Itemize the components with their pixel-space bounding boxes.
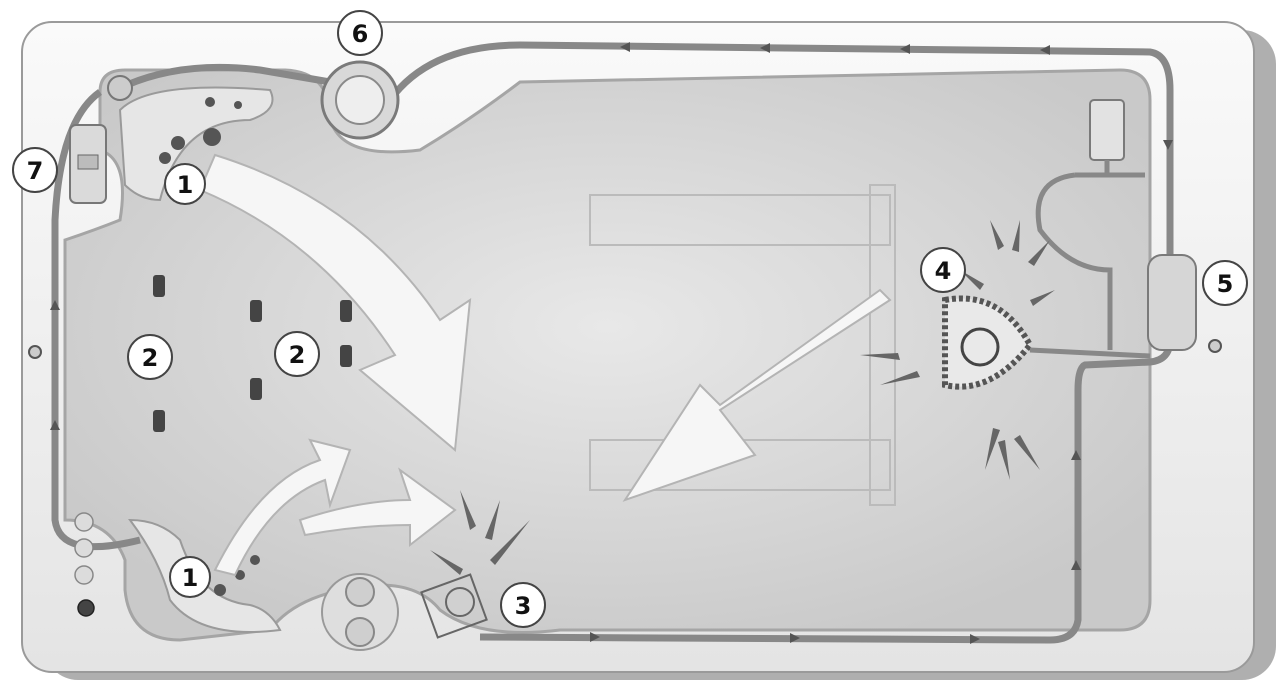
callout-1-top: 1: [165, 164, 205, 204]
callout-4: 4: [921, 248, 965, 292]
callout-6: 6: [338, 11, 382, 55]
callout-label: 5: [1217, 270, 1234, 298]
callout-2-left: 2: [128, 335, 172, 379]
filter-canister: [1148, 255, 1196, 350]
callout-label: 3: [515, 592, 532, 620]
callout-label: 2: [142, 344, 159, 372]
mount-screw-right: [1209, 340, 1221, 352]
callout-label: 6: [352, 20, 369, 48]
mount-screw-left: [29, 346, 41, 358]
callout-5: 5: [1203, 261, 1247, 305]
control-display: [78, 155, 98, 169]
callout-1-bottom: 1: [170, 557, 210, 597]
callout-label: 7: [27, 157, 44, 185]
callout-label: 4: [935, 257, 952, 285]
callout-3: 3: [501, 583, 545, 627]
callout-label: 2: [289, 341, 306, 369]
intake-drain-icon: [446, 588, 474, 616]
cup-holder-1: [346, 578, 374, 606]
filter-box: [1090, 100, 1124, 160]
callout-7: 7: [13, 148, 57, 192]
callout-label: 1: [182, 564, 199, 592]
air-valve-icon: [108, 76, 132, 100]
callout-label: 1: [177, 171, 194, 199]
cup-holder-2: [346, 618, 374, 646]
callout-2-center: 2: [275, 332, 319, 376]
pump-impeller: [336, 76, 384, 124]
